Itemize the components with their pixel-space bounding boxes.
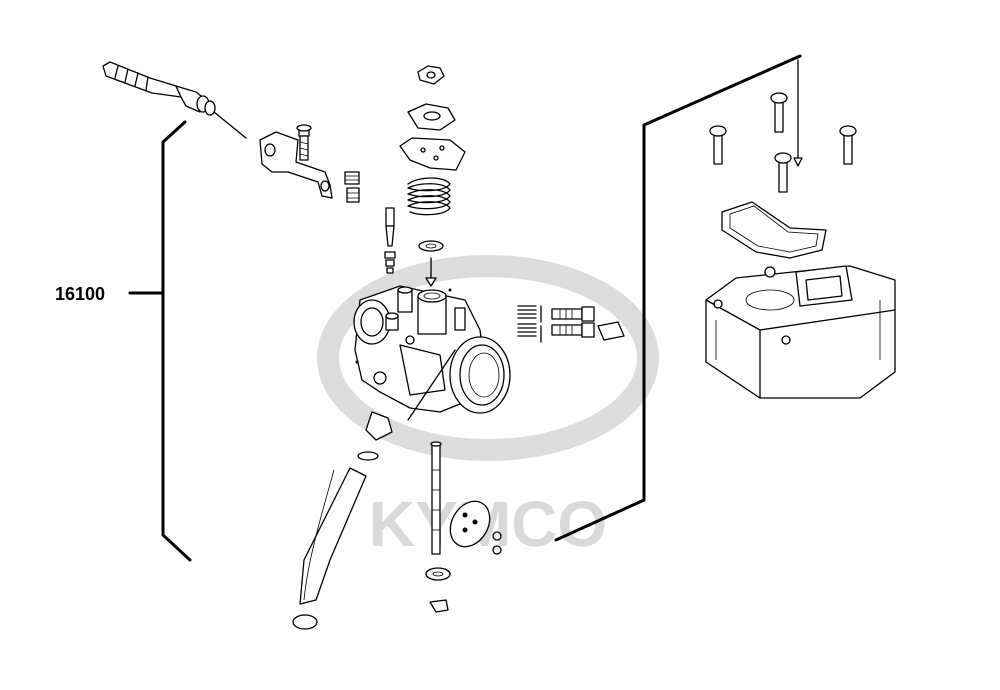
part-number-label: 16100: [55, 284, 106, 304]
top-cap-stack: [399, 65, 466, 287]
drain-assembly: [425, 441, 451, 613]
adjust-screw-set: [344, 171, 360, 203]
carburetor-body: [353, 285, 511, 421]
watermark-ellipse: [317, 255, 659, 461]
assembly-bracket-left: [128, 120, 192, 562]
fuel-hose: [292, 411, 393, 630]
cable-bracket: [259, 124, 333, 199]
throttle-cable: [102, 61, 247, 139]
float-chamber-housing: [705, 265, 896, 399]
idle-adjust-screws: [517, 305, 625, 343]
jet-needle: [384, 207, 396, 274]
float-valve-plate: [449, 500, 502, 555]
cover-gasket: [721, 201, 827, 259]
cover-bolts: [709, 92, 857, 193]
assembly-bracket-right: [554, 54, 803, 542]
kymco-watermark: KYMCO: [317, 255, 659, 560]
